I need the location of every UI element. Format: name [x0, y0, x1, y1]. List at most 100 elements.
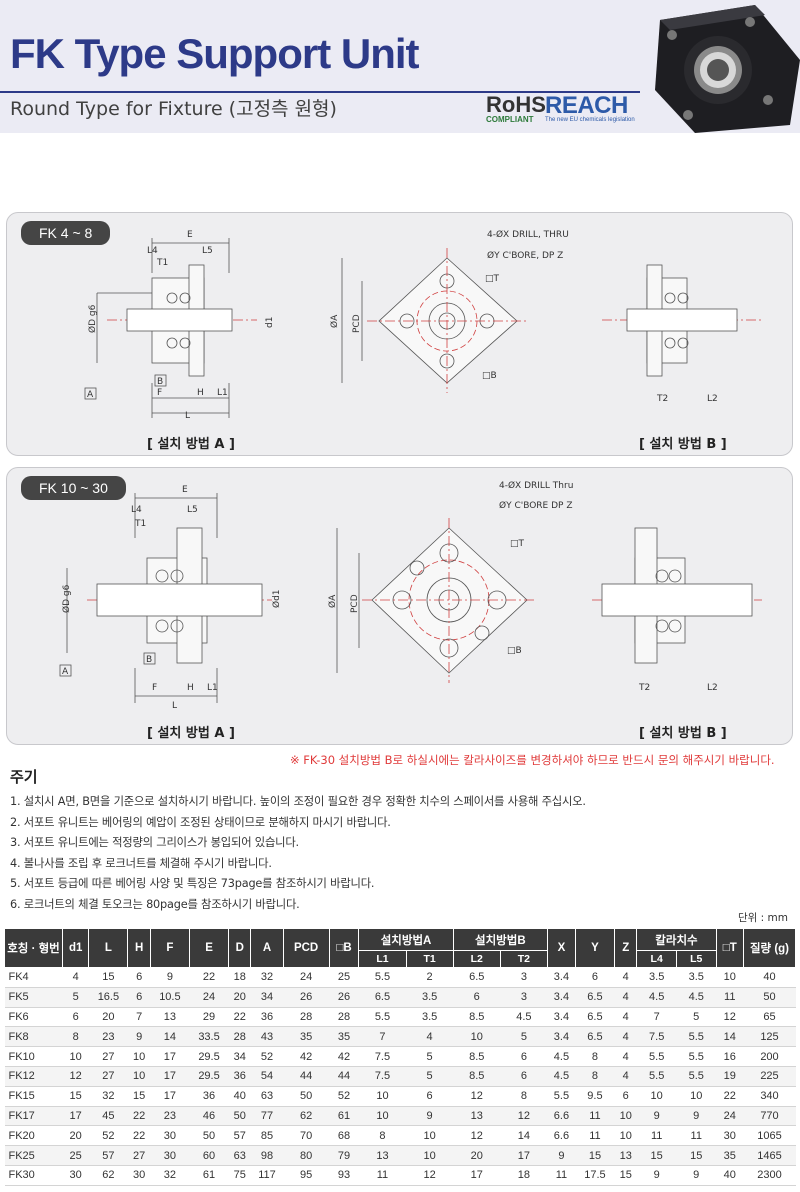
table-cell: 10: [406, 1145, 454, 1166]
table-cell: 7: [358, 1026, 407, 1048]
table-cell: 9: [406, 1106, 454, 1127]
note-item: 6. 로크너트의 체결 토오크는 80page를 참조하시기 바랍니다.: [10, 897, 300, 911]
table-cell: 44: [329, 1066, 359, 1087]
title-underline: [0, 91, 640, 93]
table-cell: 8.5: [453, 1046, 501, 1067]
table-cell: 63: [228, 1145, 251, 1166]
table-cell: 6: [500, 1046, 548, 1067]
table-cell: 8: [358, 1125, 407, 1147]
col-header: H: [127, 928, 151, 968]
table-cell: 13: [150, 1007, 190, 1028]
table-cell: 36: [189, 1086, 229, 1107]
col-header: 칼라치수: [636, 928, 717, 951]
table-cell: 17: [62, 1106, 89, 1127]
table-cell: 4.5: [676, 987, 717, 1008]
table-cell: 13: [453, 1106, 501, 1127]
table-cell: 6: [406, 1086, 454, 1107]
svg-text:L: L: [172, 701, 177, 711]
table-cell: 16: [716, 1046, 744, 1067]
table-cell: 35: [283, 1026, 330, 1048]
table-cell: 15: [127, 1086, 151, 1107]
table-cell: FK4: [4, 967, 63, 988]
table-cell: 17: [150, 1046, 190, 1067]
table-cell: 50: [743, 987, 796, 1008]
table-cell: 6: [62, 1007, 89, 1028]
table-cell: 10: [453, 1026, 501, 1048]
table-cell: 18: [500, 1165, 548, 1186]
table-cell: 7: [636, 1007, 677, 1028]
table-cell: 4: [406, 1026, 454, 1048]
caption-method-b: [ 설치 방법 B ]: [639, 437, 727, 452]
unit-label: 단위 : mm: [738, 912, 788, 924]
svg-text:□B: □B: [507, 646, 522, 656]
table-cell: 12: [500, 1106, 548, 1127]
table-cell: 34: [250, 987, 284, 1008]
col-header: 설치방법A: [358, 928, 454, 951]
table-cell: 770: [743, 1106, 796, 1127]
table-cell: 10: [614, 1106, 637, 1127]
svg-text:d1: d1: [265, 317, 275, 328]
table-cell: 52: [88, 1125, 128, 1147]
table-cell: FK15: [4, 1086, 63, 1107]
table-cell: FK17: [4, 1106, 63, 1127]
rohs-logo: RoHS COMPLIANT: [486, 92, 546, 125]
table-cell: 15: [575, 1145, 615, 1166]
note-item: 3. 서포트 유니트에는 적정량의 그리이스가 봉입되어 있습니다.: [10, 836, 299, 850]
sub-header: L2: [452, 950, 501, 968]
table-cell: FK25: [4, 1145, 63, 1166]
col-header: 호칭 · 형번: [4, 928, 63, 968]
table-cell: 5.5: [547, 1086, 576, 1107]
svg-text:□T: □T: [485, 274, 500, 284]
table-cell: 9: [636, 1165, 677, 1186]
table-cell: 2: [406, 967, 454, 988]
svg-text:A: A: [62, 667, 69, 677]
table-cell: 22: [189, 967, 229, 988]
table-cell: 5.5: [636, 1046, 677, 1067]
table-cell: 15: [62, 1086, 89, 1107]
table-cell: 8: [575, 1046, 615, 1067]
svg-text:ØY C'BORE DP Z: ØY C'BORE DP Z: [499, 500, 573, 511]
table-cell: 5: [406, 1046, 454, 1067]
table-cell: 13: [614, 1145, 637, 1166]
table-cell: 5.5: [358, 1007, 407, 1028]
table-cell: 17: [150, 1086, 190, 1107]
col-header: □T: [715, 928, 745, 968]
svg-text:PCD: PCD: [350, 594, 360, 613]
table-cell: 22: [228, 1007, 251, 1028]
table-cell: FK20: [4, 1125, 63, 1147]
table-cell: 10: [676, 1086, 717, 1107]
table-cell: 4.5: [636, 987, 677, 1008]
table-cell: 8.5: [453, 1066, 501, 1087]
table-cell: 28: [228, 1026, 251, 1048]
table-cell: 30: [150, 1125, 190, 1147]
table-cell: 9: [676, 1165, 717, 1186]
note-item: 5. 서포트 등급에 따른 베어링 사양 및 특징은 73page를 참조하시기…: [10, 877, 375, 891]
sub-header: T1: [405, 950, 454, 968]
table-cell: 18: [228, 967, 251, 988]
col-header: X: [546, 928, 576, 968]
table-cell: 36: [228, 1066, 251, 1087]
table-cell: 40: [743, 967, 796, 988]
table-cell: 10: [127, 1066, 151, 1087]
table-cell: 6.5: [453, 967, 501, 988]
col-header: Z: [614, 928, 638, 968]
col-header: PCD: [282, 928, 330, 968]
notes-title: 주기: [10, 768, 38, 786]
svg-text:ØA: ØA: [329, 314, 340, 328]
table-cell: 32: [88, 1086, 128, 1107]
table-cell: 15: [88, 967, 128, 988]
table-cell: 52: [250, 1046, 284, 1067]
table-cell: 28: [329, 1007, 359, 1028]
spec-table: 호칭 · 형번 d1 L H F E D A PCD □B 설치방법A 설치방법…: [4, 928, 796, 1186]
svg-text:4-ØX DRILL, THRU: 4-ØX DRILL, THRU: [487, 229, 569, 240]
svg-text:B: B: [157, 377, 163, 387]
col-header: E: [188, 928, 230, 968]
table-cell: 57: [228, 1125, 251, 1147]
table-cell: 50: [228, 1106, 251, 1127]
table-cell: 29.5: [189, 1046, 229, 1067]
svg-text:L2: L2: [707, 394, 718, 404]
